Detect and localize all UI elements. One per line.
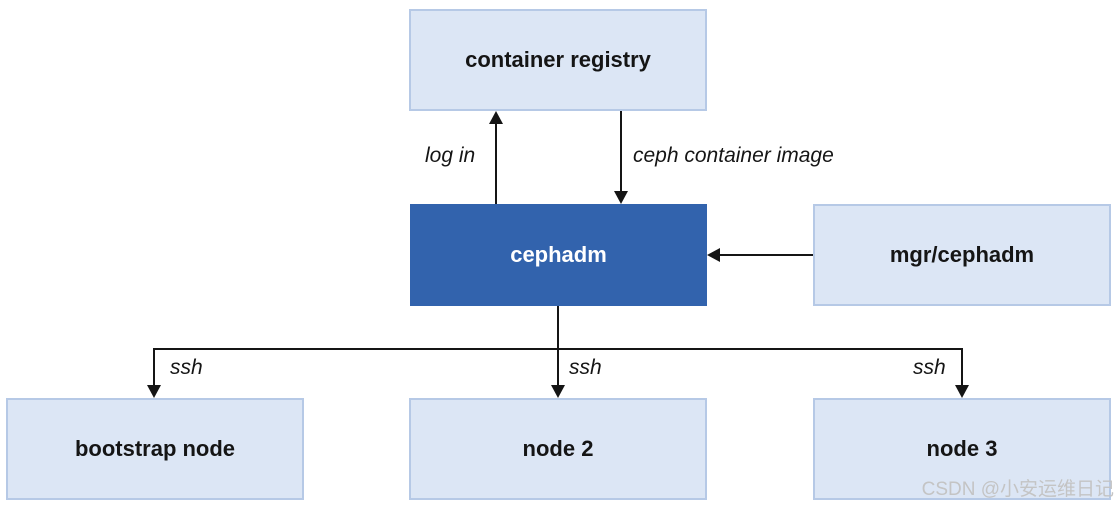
ssh-bootstrap-edge-label: ssh (170, 356, 203, 379)
container-registry-box: container registry (409, 9, 707, 111)
mgr-cephadm-label: mgr/cephadm (889, 242, 1035, 267)
arrowhead-log-in (489, 111, 503, 124)
arrowhead-ssh-bootstrap (147, 385, 161, 398)
arrowhead-ssh-node3 (955, 385, 969, 398)
watermark: CSDN @小安运维日记 (921, 479, 1114, 500)
log-in-edge-label: log in (425, 144, 476, 167)
ssh-node3-edge-label: ssh (913, 356, 946, 379)
bootstrap-node-box: bootstrap node (6, 398, 304, 500)
ssh-node2-edge-label: ssh (569, 356, 602, 379)
arrowhead-ssh-node2 (551, 385, 565, 398)
bootstrap-node-label: bootstrap node (74, 436, 236, 461)
arrowhead-mgr-to-cephadm (707, 248, 720, 262)
container-registry-label: container registry (465, 47, 651, 72)
node-2-label: node 2 (522, 436, 594, 461)
node-3-label: node 3 (926, 436, 998, 461)
mgr-cephadm-box: mgr/cephadm (813, 204, 1111, 306)
arrowhead-container-image (614, 191, 628, 204)
container-image-edge-label: ceph container image (633, 144, 834, 167)
cephadm-box: cephadm (410, 204, 707, 306)
node-3-box: node 3 (813, 398, 1111, 500)
node-2-box: node 2 (409, 398, 707, 500)
cephadm-label: cephadm (510, 242, 607, 267)
